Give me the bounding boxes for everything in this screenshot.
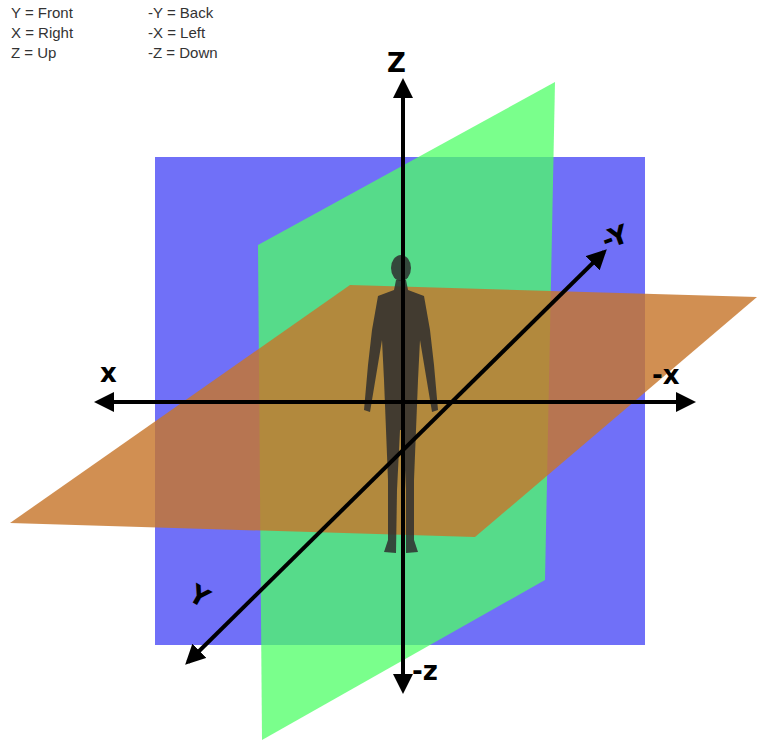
axis-legend-line: -X = Left <box>148 24 205 41</box>
y-axis <box>188 252 604 662</box>
axis-legend-line: -Y = Back <box>148 4 213 21</box>
axis-legend-line: -Z = Down <box>148 44 218 61</box>
axis-legend-line: Y = Front <box>11 4 73 21</box>
axis-label: -z <box>412 658 438 684</box>
axis-legend-line: X = Right <box>11 24 73 41</box>
axis-label: -x <box>652 362 680 388</box>
axes <box>98 82 692 690</box>
axis-legend-line: Z = Up <box>11 44 56 61</box>
axis-label: x <box>100 360 117 386</box>
x-axis <box>98 400 692 404</box>
axis-label: Z <box>387 50 406 76</box>
z-axis <box>401 82 405 690</box>
